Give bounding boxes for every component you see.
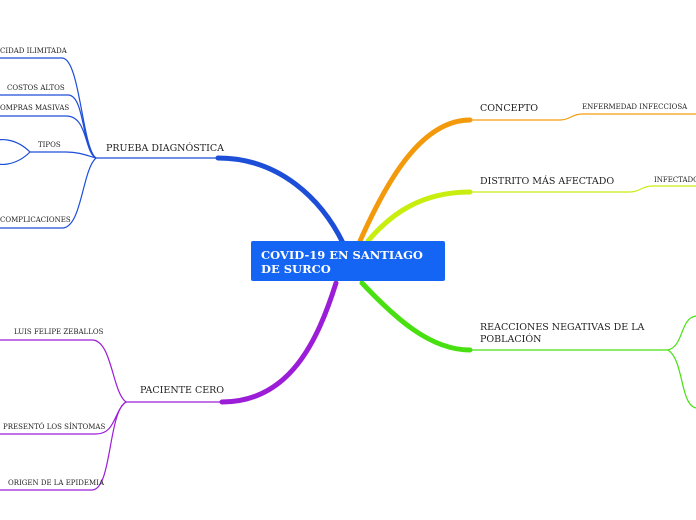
concepto-connector xyxy=(357,117,473,244)
subtopic-luis-felipe-zeballos[interactable]: LUIS FELIPE ZEBALLOS xyxy=(14,328,104,336)
sub-connector-complicaciones xyxy=(0,157,97,229)
subtopic-origen-de-la-epidemia[interactable]: ORIGEN DE LA EPIDEMIA xyxy=(8,479,104,487)
distrito-connector xyxy=(365,189,473,244)
subtopic-tipos[interactable]: TIPOS xyxy=(38,141,61,149)
topic-distrito-mas-afectado[interactable]: DISTRITO MÁS AFECTADO xyxy=(480,176,615,187)
subtopic-infectados[interactable]: INFECTADOS xyxy=(654,176,696,184)
central-topic[interactable]: COVID-19 EN SANTIAGO DE SURCO xyxy=(251,241,445,281)
sub-connector-luis xyxy=(0,339,127,403)
subtopic-costos-altos[interactable]: COSTOS ALTOS xyxy=(7,84,65,92)
topic-prueba-diagnostica[interactable]: PRUEBA DIAGNÓSTICA xyxy=(106,143,224,154)
reacciones-connector xyxy=(359,280,473,353)
sub-connector-tipos xyxy=(30,151,97,159)
prueba-diagnostica-connector xyxy=(215,155,346,246)
sub-connector-tipos-loop xyxy=(0,138,31,166)
subtopic-compras-masivas[interactable]: OMPRAS MASIVAS xyxy=(0,104,70,112)
paciente-cero-connector xyxy=(219,280,339,405)
sub-connector-compras xyxy=(0,115,97,159)
subtopic-complicaciones[interactable]: COMPLICACIONES xyxy=(0,216,71,224)
subtopic-capacidad-ilimitada[interactable]: CIDAD ILIMITADA xyxy=(0,47,67,55)
sub-connector-reacciones xyxy=(667,315,696,409)
sub-connector-enfermedad xyxy=(559,113,696,121)
sub-connector-origen xyxy=(0,401,127,491)
topic-concepto[interactable]: CONCEPTO xyxy=(480,103,539,114)
subtopic-presento-los-sintomas[interactable]: PRESENTÓ LOS SÍNTOMAS xyxy=(3,423,106,431)
topic-reacciones-negativas[interactable]: REACCIONES NEGATIVAS DE LA POBLACIÓN xyxy=(480,322,645,345)
subtopic-enfermedad-infecciosa[interactable]: ENFERMEDAD INFECCIOSA xyxy=(582,103,688,111)
topic-paciente-cero[interactable]: PACIENTE CERO xyxy=(140,385,225,396)
sub-connector-infectados xyxy=(629,185,696,193)
sub-connector-capacidad xyxy=(0,57,97,159)
